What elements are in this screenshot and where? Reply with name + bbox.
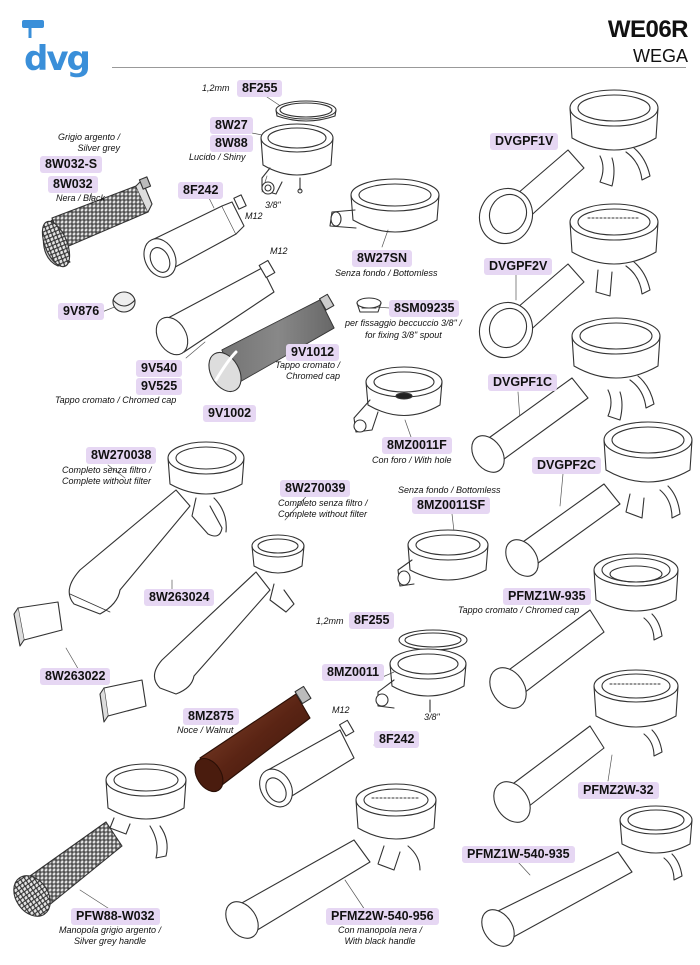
- part-code-tag: DVGPF2V: [484, 258, 553, 275]
- caption: Complete without filter: [278, 509, 368, 519]
- part-code-tag: 8W27: [210, 117, 253, 134]
- logo-text: dvg: [24, 39, 89, 79]
- screw-8sm09235: [356, 297, 382, 313]
- part-code-tag: 8W270038: [86, 447, 157, 464]
- handle-8f242-bottom: [259, 719, 355, 808]
- part-code-tag: DVGPF2C: [532, 457, 602, 474]
- caption: M12: [332, 705, 350, 715]
- handle-9v1012: [208, 293, 335, 393]
- part-code-tag: 8W263024: [144, 589, 215, 606]
- group-8mz0011sf: [397, 529, 489, 587]
- part-code-tag: 8W263022: [40, 668, 111, 685]
- portafilter-dvgpf1v: [478, 89, 659, 245]
- part-code-tag: 8MZ875: [183, 708, 239, 725]
- caps-8w263022: [13, 601, 147, 723]
- handle-8mz875: [194, 685, 312, 793]
- part-code-tag: 8W032-S: [40, 156, 103, 173]
- part-code-tag: 8W032: [48, 176, 98, 193]
- part-code-tag: 8F242: [374, 731, 420, 748]
- part-code-tag: 8F255: [349, 612, 395, 629]
- handle-8f242-top: [143, 194, 247, 278]
- portafilter-pfmz2w-540-956: [225, 783, 437, 939]
- part-code-tag: 8W270039: [280, 480, 351, 497]
- part-code-tag: 8MZ0011F: [382, 437, 452, 454]
- caption: M12: [270, 246, 288, 256]
- model-title: WE06R: [607, 16, 689, 43]
- part-code-tag: DVGPF1C: [488, 374, 558, 391]
- part-code-tag: DVGPF1V: [490, 133, 559, 150]
- caption: per fissaggio beccuccio 3/8" /: [345, 318, 462, 328]
- caption: Noce / Walnut: [177, 725, 234, 735]
- portafilter-8w270039: [153, 534, 305, 695]
- caption: Grigio argento /: [57, 132, 120, 142]
- caption: Silver grey handle: [73, 936, 147, 946]
- portafilter-dvgpf2v: [478, 203, 659, 359]
- portafilter-dvgpf1c: [471, 317, 661, 473]
- handle-9v540: [155, 259, 276, 356]
- group-head-8w27: [260, 123, 334, 195]
- caption: 1,2mm: [202, 83, 230, 93]
- caption: M12: [245, 211, 263, 221]
- part-code-tag: PFMZ1W-935: [503, 588, 591, 605]
- group-8mz0011: [375, 629, 468, 713]
- caption: Completo senza filtro /: [278, 498, 368, 508]
- dvg-logo: dvg: [22, 20, 91, 79]
- header-divider: [112, 67, 686, 68]
- caption: for fixing 3/8" spout: [365, 330, 442, 340]
- part-code-tag: 8W27SN: [352, 250, 413, 267]
- cap-9v876: [112, 291, 136, 313]
- caption: Manopola grigio argento /: [58, 925, 162, 935]
- handle-8w032: [41, 176, 153, 268]
- portafilter-pfw88-w032: [13, 763, 187, 917]
- brand-name: WEGA: [632, 46, 688, 66]
- part-code-tag: 8F242: [178, 182, 224, 199]
- part-code-tag: 9V525: [136, 378, 183, 395]
- gasket-8f255-top: [275, 100, 337, 122]
- caption: With black handle: [344, 936, 416, 946]
- portafilter-pfmz1w-540-935: [481, 805, 693, 947]
- portafilter-dvgpf2c: [505, 421, 693, 577]
- part-code-tag: 9V876: [58, 303, 105, 320]
- portafilter-pfmz2w-32: [493, 669, 679, 823]
- caption: 3/8": [424, 712, 440, 722]
- part-code-tag: 8SM09235: [389, 300, 460, 317]
- caption: Lucido / Shiny: [189, 152, 246, 162]
- portafilter-8w270038: [68, 441, 245, 615]
- caption: Nera / Black: [56, 193, 106, 203]
- part-code-tag: 8MZ0011SF: [412, 497, 491, 514]
- caption: Complete without filter: [62, 476, 152, 486]
- part-code-tag: PFMZ2W-32: [578, 782, 659, 799]
- caption: Tappo cromato /: [275, 360, 340, 370]
- part-code-tag: PFMZ1W-540-935: [462, 846, 575, 863]
- part-code-tag: 8MZ0011: [322, 664, 385, 681]
- caption: Con manopola nera /: [337, 925, 423, 935]
- caption: Con foro / With hole: [372, 455, 452, 465]
- part-code-tag: PFW88-W032: [71, 908, 160, 925]
- portafilter-pfmz1w-935: [489, 553, 679, 709]
- caption: Chromed cap: [285, 371, 340, 381]
- group-8mz0011f: [353, 366, 443, 433]
- part-code-tag: 9V1012: [286, 344, 340, 361]
- part-code-tag: 8F255: [237, 80, 283, 97]
- caption: Senza fondo / Bottomless: [335, 268, 438, 278]
- caption: Tappo cromato / Chromed cap: [55, 395, 177, 405]
- caption: Tappo cromato / Chromed cap: [458, 605, 580, 615]
- caption: Completo senza filtro /: [62, 465, 152, 475]
- caption: Silver grey: [77, 143, 120, 153]
- caption: 3/8": [265, 200, 281, 210]
- caption: Senza fondo / Bottomless: [398, 485, 501, 495]
- part-code-tag: 9V540: [136, 360, 183, 377]
- part-code-tag: 9V1002: [203, 405, 257, 422]
- part-code-tag: 8W88: [210, 135, 253, 152]
- caption: 1,2mm: [316, 616, 344, 626]
- group-8w27sn: [329, 178, 440, 233]
- part-code-tag: PFMZ2W-540-956: [326, 908, 439, 925]
